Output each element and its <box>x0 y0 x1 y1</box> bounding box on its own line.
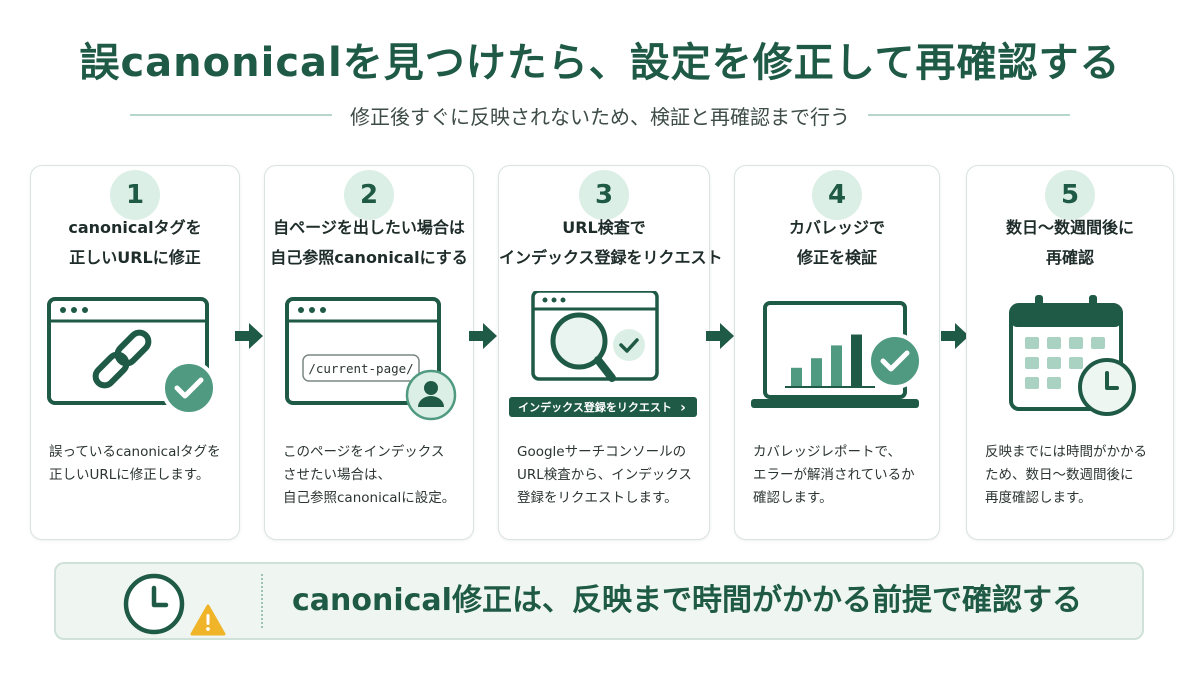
step-description: Googleサーチコンソールの URL検査から、インデックス 登録をリクエストし… <box>517 444 692 506</box>
url-field-text: /current-page/ <box>308 361 413 376</box>
step-description: 誤っているcanonicalタグを 正しいURLに修正します。 <box>49 444 221 483</box>
banner-divider <box>261 574 263 628</box>
step-number-badge: 5 <box>1045 170 1095 220</box>
step-description: 反映までには時間がかかる ため、数日〜数週間後に 再度確認します。 <box>985 444 1147 506</box>
bar-chart-icon <box>785 334 875 388</box>
coverage-bar <box>791 367 802 387</box>
page-title: 誤canonicalを見つけたら、設定を修正して再確認する <box>79 40 1121 86</box>
subtitle-rule-left <box>130 114 332 116</box>
subtitle-row: 修正後すぐに反映されないため、検証と再確認まで行う <box>130 100 1070 130</box>
request-indexing-label: インデックス登録をリクエスト <box>518 400 672 414</box>
coverage-bar <box>831 345 842 387</box>
step-title: カバレッジで 修正を検証 <box>788 218 885 267</box>
step-card-5: 5 数日〜数週間後に 再確認 反映までには時間がかかる ため、数日〜数週間後に … <box>966 165 1174 540</box>
url-field-box <box>302 354 420 382</box>
magnifier-icon <box>550 312 616 382</box>
coverage-report-illustration <box>751 301 923 408</box>
arrow-right-icon <box>706 323 734 349</box>
calendar-clock-illustration <box>1009 295 1136 416</box>
subtitle-rule-right <box>868 114 1070 116</box>
link-icon <box>92 329 152 389</box>
chevron-right-icon: › <box>680 400 686 416</box>
browser-self-canonical-illustration: /current-page/ <box>285 297 457 421</box>
warning-icon <box>190 604 226 636</box>
step-description: カバレッジレポートで、 エラーが解消されているか 確認します。 <box>753 444 915 506</box>
user-avatar-icon <box>405 369 457 421</box>
browser-link-illustration <box>47 297 217 416</box>
page-subtitle: 修正後すぐに反映されないため、検証と再確認まで行う <box>350 104 850 129</box>
coverage-bar <box>811 358 822 387</box>
request-indexing-button[interactable]: インデックス登録をリクエスト › <box>509 397 697 417</box>
url-inspection-illustration: インデックス登録をリクエスト › <box>509 291 697 417</box>
arrow-right-icon <box>469 323 497 349</box>
bottom-note-text: canonical修正は、反映まで時間がかかる前提で確認する <box>292 583 1082 618</box>
coverage-bar <box>851 334 862 387</box>
check-circle-icon <box>161 360 217 416</box>
step-card-3: 3 URL検査で インデックス登録をリクエスト インデックス登録をリクエスト ›… <box>498 165 723 540</box>
arrow-right-icon <box>235 323 263 349</box>
step-description: このページをインデックス させたい場合は、 自己参照canonicalに設定。 <box>283 444 456 506</box>
step-number-badge: 2 <box>344 170 394 220</box>
step-title: canonicalタグを 正しいURLに修正 <box>68 218 202 267</box>
step-card-1: 1 canonicalタグを 正しいURLに修正 誤っているcanonicalタ… <box>30 165 240 540</box>
step-number-badge: 4 <box>812 170 862 220</box>
bottom-note-banner: canonical修正は、反映まで時間がかかる前提で確認する <box>54 562 1144 640</box>
step-title: 自ページを出したい場合は 自己参照canonicalにする <box>270 218 468 267</box>
step-number-badge: 1 <box>110 170 160 220</box>
step-number-badge: 3 <box>579 170 629 220</box>
clock-warning-icon-group <box>123 573 226 636</box>
step-title: 数日〜数週間後に 再確認 <box>1005 218 1134 267</box>
check-circle-icon <box>613 329 645 361</box>
check-circle-icon <box>867 333 923 389</box>
step-card-4: 4 カバレッジで 修正を検証 カバレッジレポートで、 エラーが解消されているか … <box>734 165 940 540</box>
arrow-right-icon <box>941 323 969 349</box>
step-title: URL検査で インデックス登録をリクエスト <box>499 218 723 267</box>
step-card-2: 2 自ページを出したい場合は 自己参照canonicalにする /current… <box>264 165 474 540</box>
clock-icon <box>123 573 185 635</box>
clock-icon <box>1078 358 1136 416</box>
